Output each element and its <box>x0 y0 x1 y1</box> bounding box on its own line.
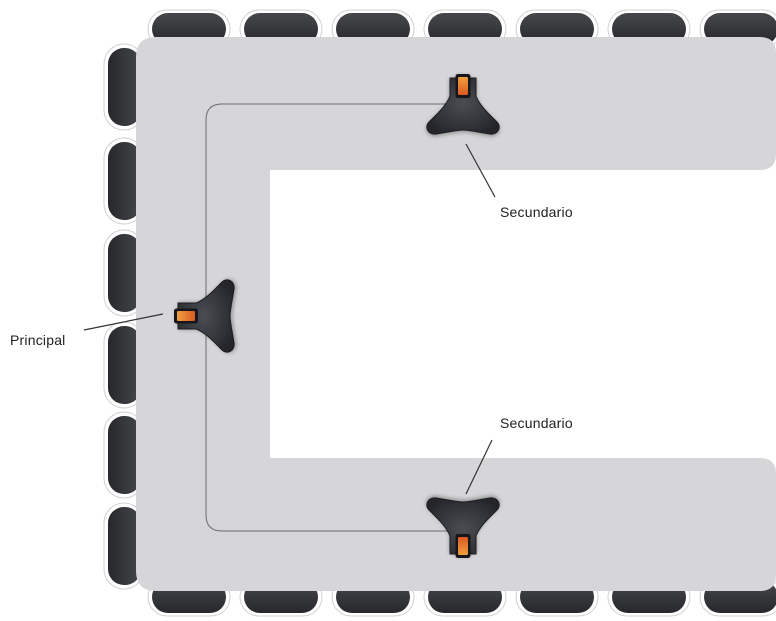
leader-line-principal <box>83 313 164 331</box>
speakerphone-icon <box>174 279 235 353</box>
speakerphone-icon <box>426 74 500 135</box>
chairs-left <box>103 43 145 590</box>
chair-icon <box>103 137 145 225</box>
label-secondary-top: Secundario <box>500 204 573 220</box>
leader-line-secondary-top <box>465 143 496 198</box>
speakerphone-icon <box>426 497 500 558</box>
chair-icon <box>103 502 145 590</box>
label-principal: Principal <box>10 332 66 348</box>
u-shaped-table <box>136 37 776 591</box>
chair-icon <box>103 411 145 499</box>
chair-icon <box>103 321 145 409</box>
chair-icon <box>103 43 145 131</box>
label-secondary-bottom: Secundario <box>500 415 573 431</box>
leader-line-secondary-bottom <box>465 439 493 495</box>
chair-icon <box>103 229 145 317</box>
